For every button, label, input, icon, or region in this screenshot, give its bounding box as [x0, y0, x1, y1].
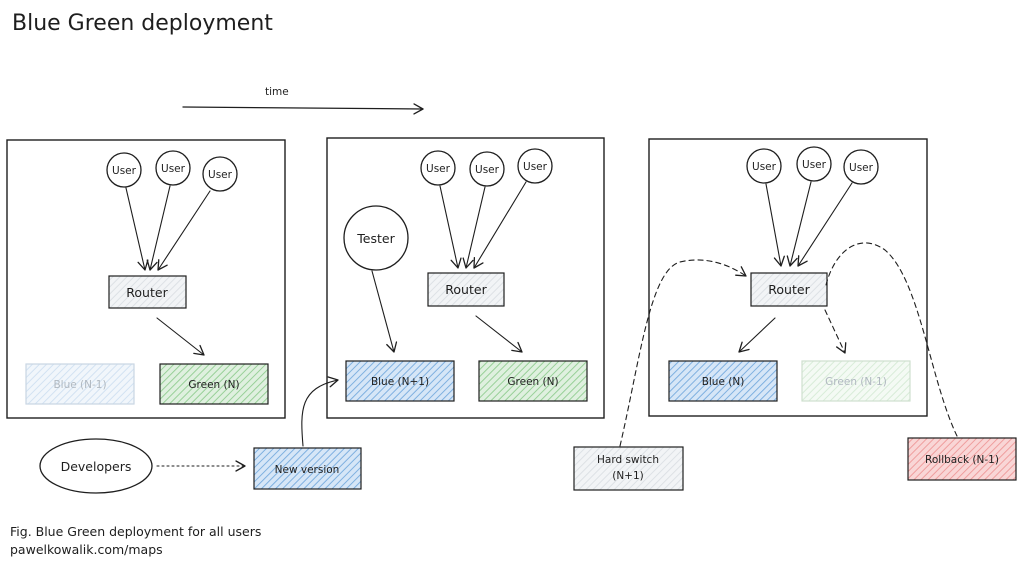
user-label: User [208, 169, 233, 181]
panel-3-user-2: User [796, 146, 832, 182]
hard-switch-box [573, 446, 684, 491]
panel-2-user-3: User [517, 148, 553, 184]
green-env-label: Green (N) [507, 376, 558, 388]
panel-2-green-env: Green (N) [478, 360, 588, 402]
new-version-label: New version [275, 464, 340, 476]
new-version-to-blue-arrow [301, 376, 339, 447]
green-env-label: Green (N) [188, 379, 239, 391]
panel-1-green-env: Green (N) [159, 363, 269, 405]
user-to-router-arrow [439, 185, 462, 269]
user-label: User [802, 159, 827, 171]
router-to-blue-arrow [738, 317, 776, 353]
user-circle [155, 150, 191, 186]
router-label: Router [445, 282, 487, 297]
router-to-green-dashed-arrow [824, 309, 847, 354]
user-circle [420, 150, 456, 186]
blue-env-box [25, 363, 135, 405]
panel-2-blue-env: Blue (N+1) [345, 360, 455, 402]
diagram-title: Blue Green deployment [12, 11, 273, 36]
hard-switch-dashed-arrow [619, 259, 747, 447]
user-to-router-arrow [765, 183, 785, 267]
panel-1-user-1: User [106, 152, 142, 188]
user-label: User [523, 161, 548, 173]
panel-2-tester: Tester [343, 205, 409, 271]
panel-3-user-3: User [843, 149, 879, 185]
user-circle [517, 148, 553, 184]
user-circle [202, 156, 238, 192]
blue-env-label: Blue (N) [702, 376, 745, 388]
green-env-box [159, 363, 269, 405]
user-label: User [426, 163, 451, 175]
user-circle [106, 152, 142, 188]
tester-to-blue-arrow [371, 270, 398, 353]
user-to-router-arrow [473, 181, 527, 269]
figure-caption: Fig. Blue Green deployment for all users [10, 524, 261, 539]
panel-3: User User User Router Blue (N) Green (N-… [648, 138, 928, 417]
blue-env-box [668, 360, 778, 402]
new-version-box [253, 447, 362, 490]
user-label: User [161, 163, 186, 175]
panel-3-router: Router [750, 272, 828, 307]
panel-2: User User User Tester Router Blue (N+1) [326, 137, 605, 419]
rollback-dashed-line [825, 242, 958, 437]
user-label: User [752, 161, 777, 173]
time-arrow [182, 103, 424, 115]
developers-node: Developers [39, 438, 153, 494]
panel-2-user-2: User [469, 151, 505, 187]
developers-ellipse [39, 438, 153, 494]
panel-3-green-env: Green (N-1) [801, 360, 911, 402]
developers-label: Developers [61, 459, 132, 474]
user-to-router-arrow [462, 186, 486, 269]
tester-circle [343, 205, 409, 271]
blue-env-label: Blue (N-1) [53, 379, 106, 391]
rollback-box [907, 437, 1017, 481]
user-label: User [475, 164, 500, 176]
user-to-router-arrow [786, 181, 812, 267]
user-to-router-arrow [125, 187, 149, 271]
user-circle [746, 148, 782, 184]
new-version-node: New version [253, 447, 362, 490]
router-label: Router [126, 285, 168, 300]
user-circle [469, 151, 505, 187]
green-env-label: Green (N-1) [825, 376, 887, 388]
green-env-box [478, 360, 588, 402]
panel-1-blue-env: Blue (N-1) [25, 363, 135, 405]
hard-switch-label-line-2: (N+1) [612, 470, 644, 482]
rollback-node: Rollback (N-1) [907, 437, 1017, 481]
source-url: pawelkowalik.com/maps [10, 542, 163, 557]
hard-switch-label-line-1: Hard switch [597, 454, 659, 466]
user-to-router-arrow [797, 182, 853, 267]
user-label: User [112, 165, 137, 177]
panel-2-router: Router [427, 272, 505, 307]
tester-label: Tester [356, 231, 395, 246]
time-label: time [265, 86, 289, 98]
green-env-box [801, 360, 911, 402]
panel-3-blue-env: Blue (N) [668, 360, 778, 402]
hard-switch-node: Hard switch (N+1) [573, 446, 684, 491]
panel-1: User User User Router Blue (N-1) Green (… [6, 139, 286, 419]
panel-3-user-1: User [746, 148, 782, 184]
blue-env-box [345, 360, 455, 402]
panel-1-user-2: User [155, 150, 191, 186]
router-to-green-arrow [475, 315, 523, 353]
panel-1-user-3: User [202, 156, 238, 192]
panel-1-router: Router [108, 275, 187, 309]
user-circle [796, 146, 832, 182]
router-box [108, 275, 187, 309]
user-circle [843, 149, 879, 185]
panel-2-user-1: User [420, 150, 456, 186]
router-box [427, 272, 505, 307]
blue-env-label: Blue (N+1) [371, 376, 429, 388]
rollback-label: Rollback (N-1) [925, 454, 999, 466]
user-to-router-arrow [157, 190, 211, 271]
user-label: User [849, 162, 874, 174]
router-label: Router [768, 282, 810, 297]
user-to-router-arrow [146, 185, 171, 271]
router-to-green-arrow [156, 317, 205, 356]
router-box [750, 272, 828, 307]
